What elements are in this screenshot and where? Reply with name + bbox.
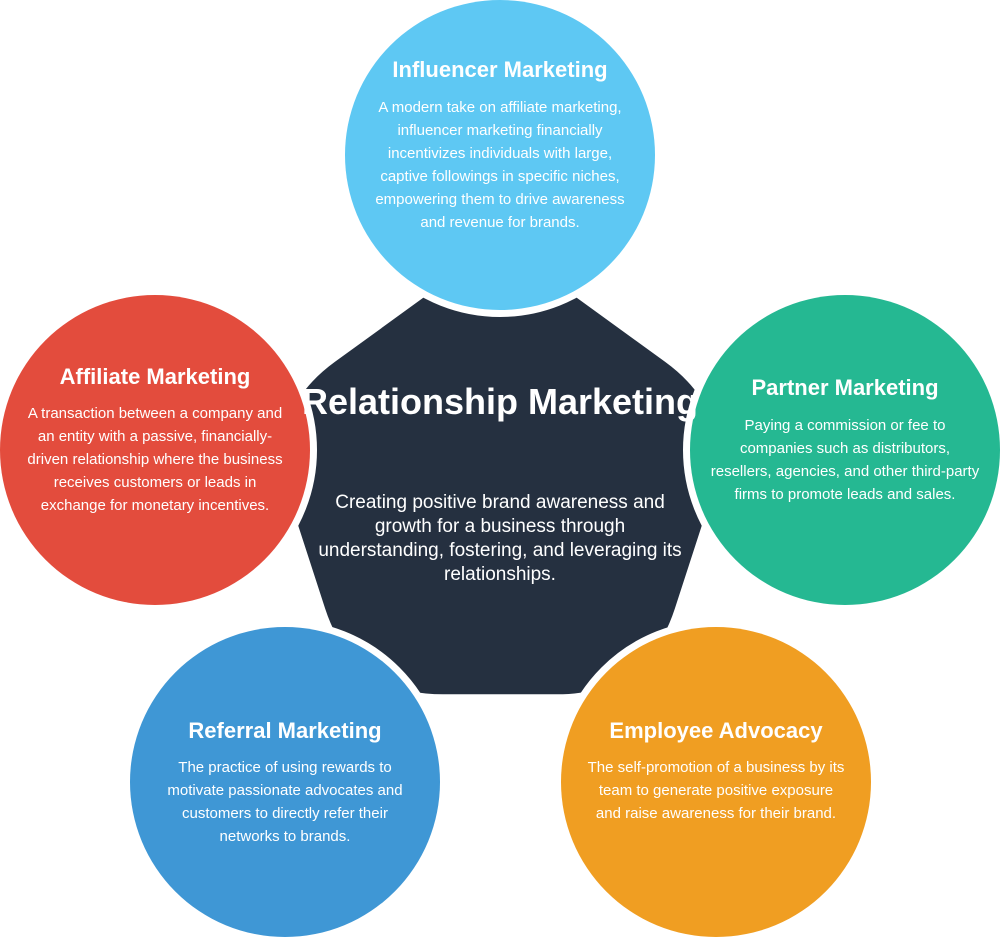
affiliate-marketing-description: A transaction between a company and an e… — [27, 405, 283, 514]
center-description: Creating positive brand awareness and gr… — [318, 492, 682, 585]
influencer-marketing-description: A modern take on affiliate marketing, in… — [375, 99, 625, 231]
influencer-marketing-title: Influencer Marketing — [392, 57, 608, 82]
employee-advocacy-circle — [554, 620, 878, 943]
partner-marketing-circle — [683, 288, 1000, 612]
center-title: Relationship Marketing — [301, 381, 699, 422]
partner-marketing-title: Partner Marketing — [751, 375, 939, 400]
referral-marketing-circle — [123, 620, 447, 943]
employee-advocacy-title: Employee Advocacy — [609, 718, 823, 743]
referral-marketing-title: Referral Marketing — [188, 718, 382, 743]
center-hub-shape — [282, 268, 718, 695]
affiliate-marketing-title: Affiliate Marketing — [59, 364, 251, 389]
referral-marketing-description: The practice of using rewards to motivat… — [167, 759, 403, 845]
employee-advocacy-description: The self-promotion of a business by its … — [587, 759, 845, 822]
partner-marketing-description: Paying a commission or fee to companies … — [710, 417, 980, 503]
affiliate-marketing-circle — [0, 288, 317, 612]
influencer-marketing-circle — [338, 0, 662, 317]
